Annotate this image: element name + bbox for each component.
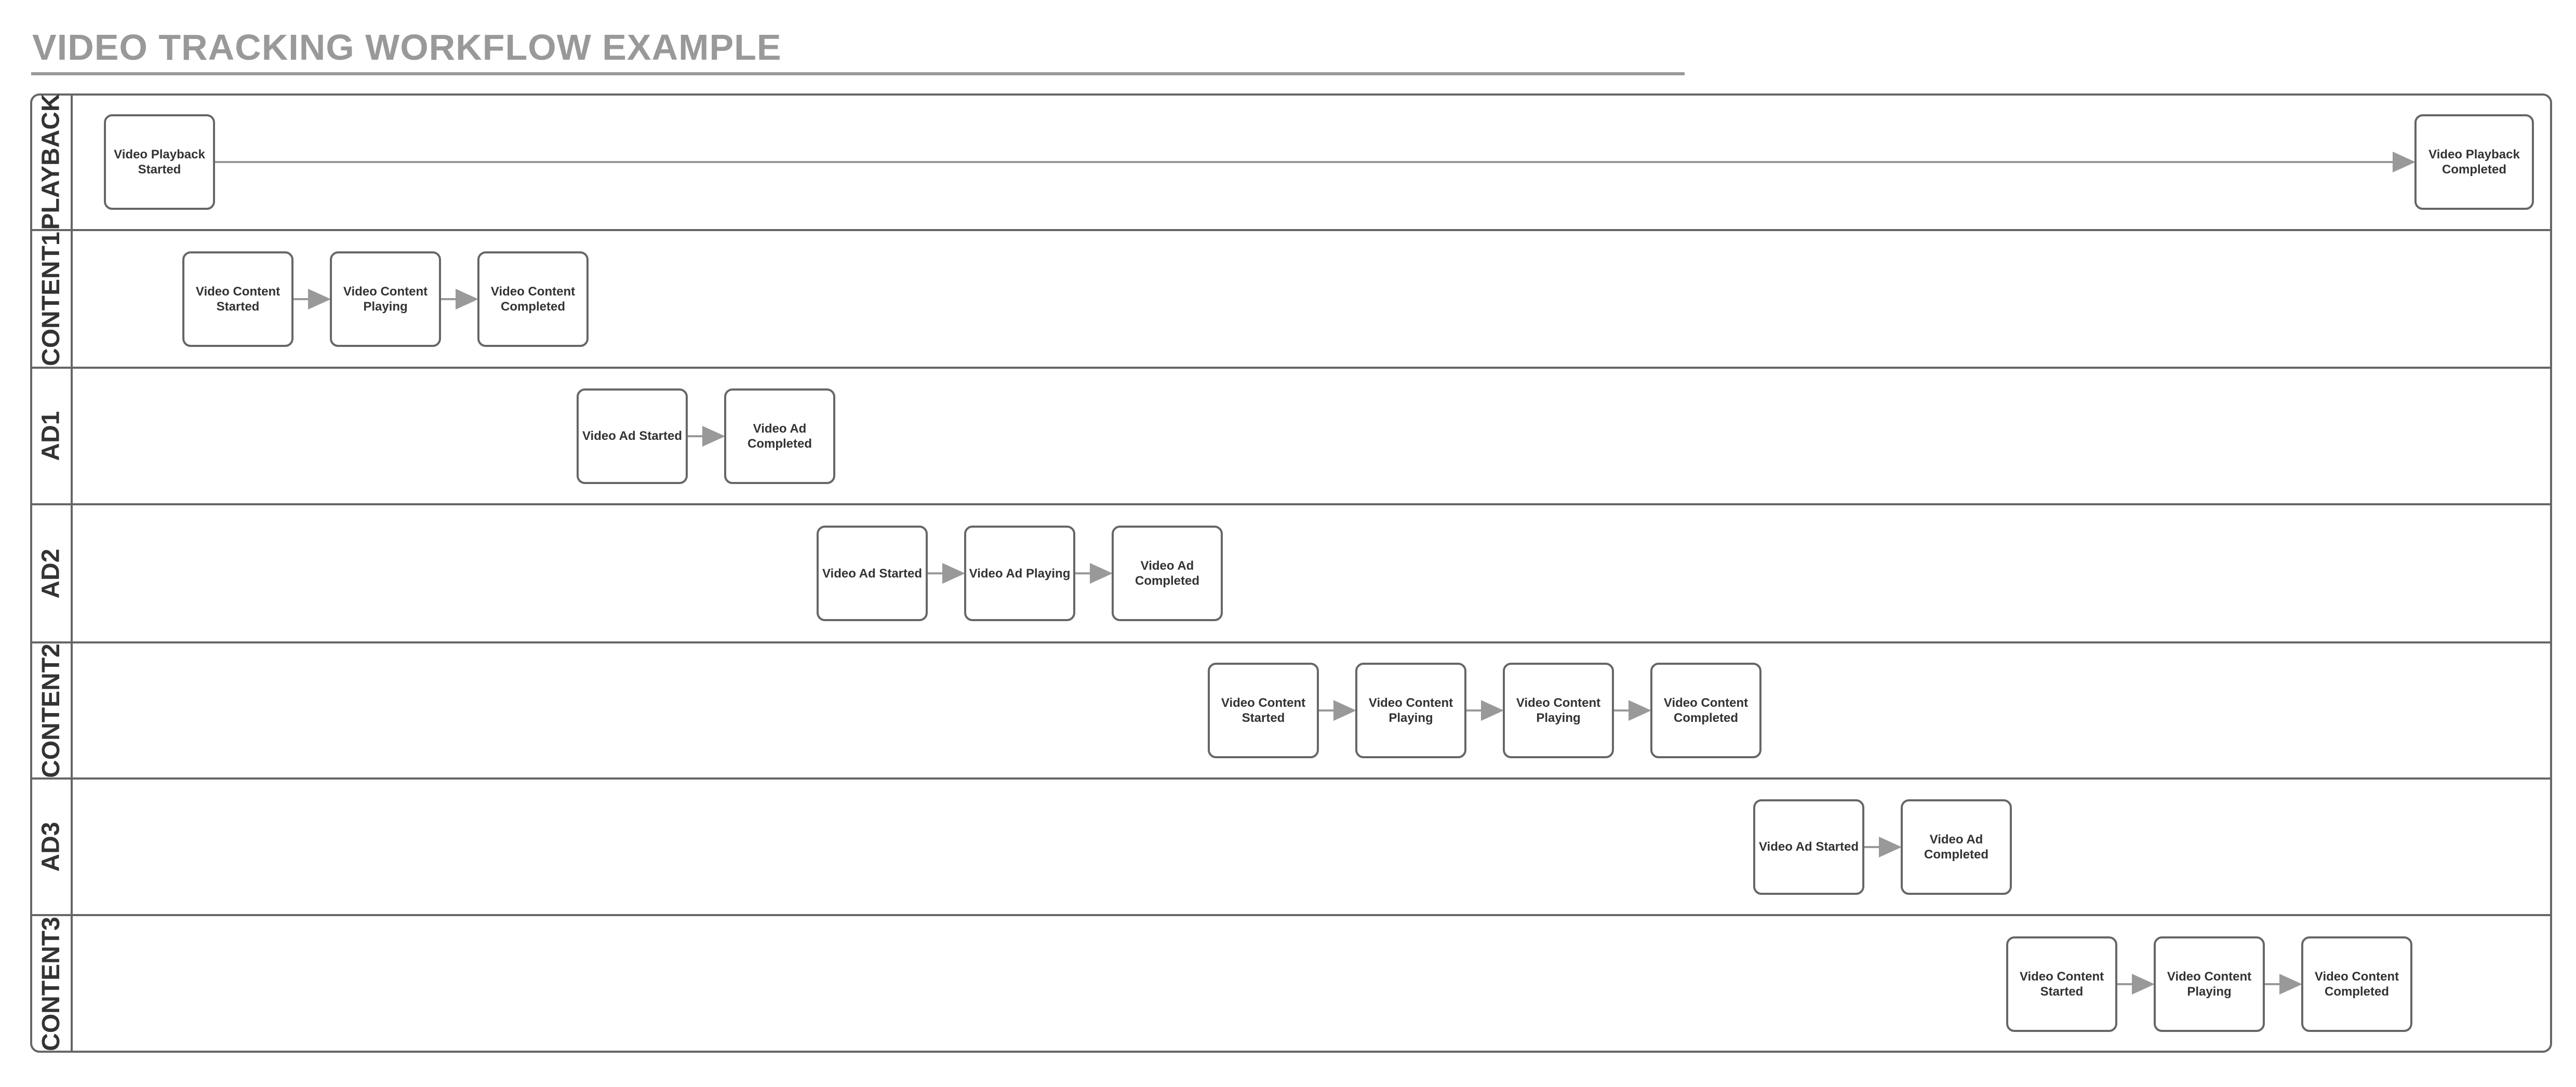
flow-arrow-line — [439, 298, 460, 300]
flow-arrow-line — [213, 160, 2397, 163]
flow-node-label: Playing — [1536, 711, 1581, 725]
flow-node-label: Video Ad Playing — [969, 566, 1071, 581]
flow-node-label: Completed — [1134, 574, 1199, 588]
lane-separator — [30, 641, 2552, 643]
flow-node-label: Video Content — [1368, 696, 1453, 710]
arrow-head-icon — [2279, 973, 2302, 995]
flow-arrow-line — [926, 572, 946, 574]
flow-node-label: Video Content — [1516, 696, 1601, 710]
flow-arrow-line — [2115, 983, 2136, 985]
flow-arrow-line — [1317, 709, 1338, 712]
swimlane-pool — [30, 93, 2552, 1053]
arrow-head-icon — [1333, 700, 1356, 721]
lane-separator — [30, 914, 2552, 916]
flow-node-label: Started — [2040, 984, 2084, 999]
flow-arrow-line — [291, 298, 312, 300]
flow-node-label: Completed — [2441, 162, 2506, 177]
lane-separator — [30, 367, 2552, 369]
flow-node-label: Video Playback — [114, 147, 205, 162]
lane-separator — [30, 503, 2552, 505]
flow-node-label: Video Ad — [1929, 832, 1983, 847]
flow-node-label: Completed — [747, 436, 812, 451]
flow-node: Video Ad Started — [577, 388, 688, 484]
arrow-head-icon — [1090, 563, 1113, 584]
flow-node-label: Started — [1242, 711, 1285, 725]
arrow-head-icon — [942, 563, 965, 584]
flow-node: Video Ad Playing — [964, 526, 1075, 621]
flow-arrow-line — [686, 435, 706, 437]
arrow-head-icon — [1629, 700, 1651, 721]
flow-node-label: Video Content — [195, 284, 281, 299]
flow-arrow-line — [1612, 709, 1633, 712]
flow-node-label: Video Content — [343, 284, 428, 299]
flow-node-label: Started — [216, 299, 260, 314]
flow-node-label: Completed — [1673, 711, 1738, 725]
flow-node: Video Ad Started — [817, 526, 928, 621]
lane-separator — [30, 229, 2552, 231]
flow-arrow-line — [2263, 983, 2284, 985]
arrow-head-icon — [1481, 700, 1504, 721]
arrow-head-icon — [456, 288, 478, 310]
flow-node-label: Video Playback — [2428, 147, 2520, 162]
page-title: VIDEO TRACKING WORKFLOW EXAMPLE — [32, 27, 782, 68]
flow-arrow-line — [1862, 846, 1883, 848]
flow-node-label: Video Content — [490, 284, 576, 299]
flow-node-label: Video Ad — [753, 421, 807, 436]
flow-node-label: Video Content — [2167, 969, 2252, 984]
flow-node: Video Ad Started — [1753, 799, 1864, 895]
flow-node-label: Playing — [1389, 711, 1433, 725]
flow-node-label: Video Content — [1663, 696, 1749, 710]
flow-arrow-line — [1073, 572, 1094, 574]
flow-node-label: Playing — [2187, 984, 2232, 999]
title-underline — [31, 72, 1685, 75]
flow-node-label: Completed — [2324, 984, 2389, 999]
flow-node-label: Video Content — [1221, 696, 1306, 710]
arrow-head-icon — [1879, 836, 1902, 857]
flow-node-label: Started — [138, 162, 181, 177]
flow-node-label: Video Ad Started — [1758, 840, 1859, 854]
flow-node-label: Completed — [500, 299, 565, 314]
arrow-head-icon — [308, 288, 331, 310]
flow-node-label: Video Content — [2314, 969, 2399, 984]
lane-header-divider — [71, 93, 73, 1053]
arrow-head-icon — [2393, 151, 2415, 172]
flow-node-label: Playing — [363, 299, 408, 314]
flow-node-label: Completed — [1924, 847, 1988, 862]
flow-arrow-line — [1464, 709, 1485, 712]
lane-separator — [30, 777, 2552, 780]
flow-node-label: Video Ad Started — [582, 429, 683, 443]
arrow-head-icon — [2132, 973, 2155, 995]
flow-node-label: Video Ad — [1140, 559, 1194, 573]
arrow-head-icon — [702, 425, 725, 447]
flow-node-label: Video Ad Started — [822, 566, 923, 581]
flow-node-label: Video Content — [2019, 969, 2104, 984]
